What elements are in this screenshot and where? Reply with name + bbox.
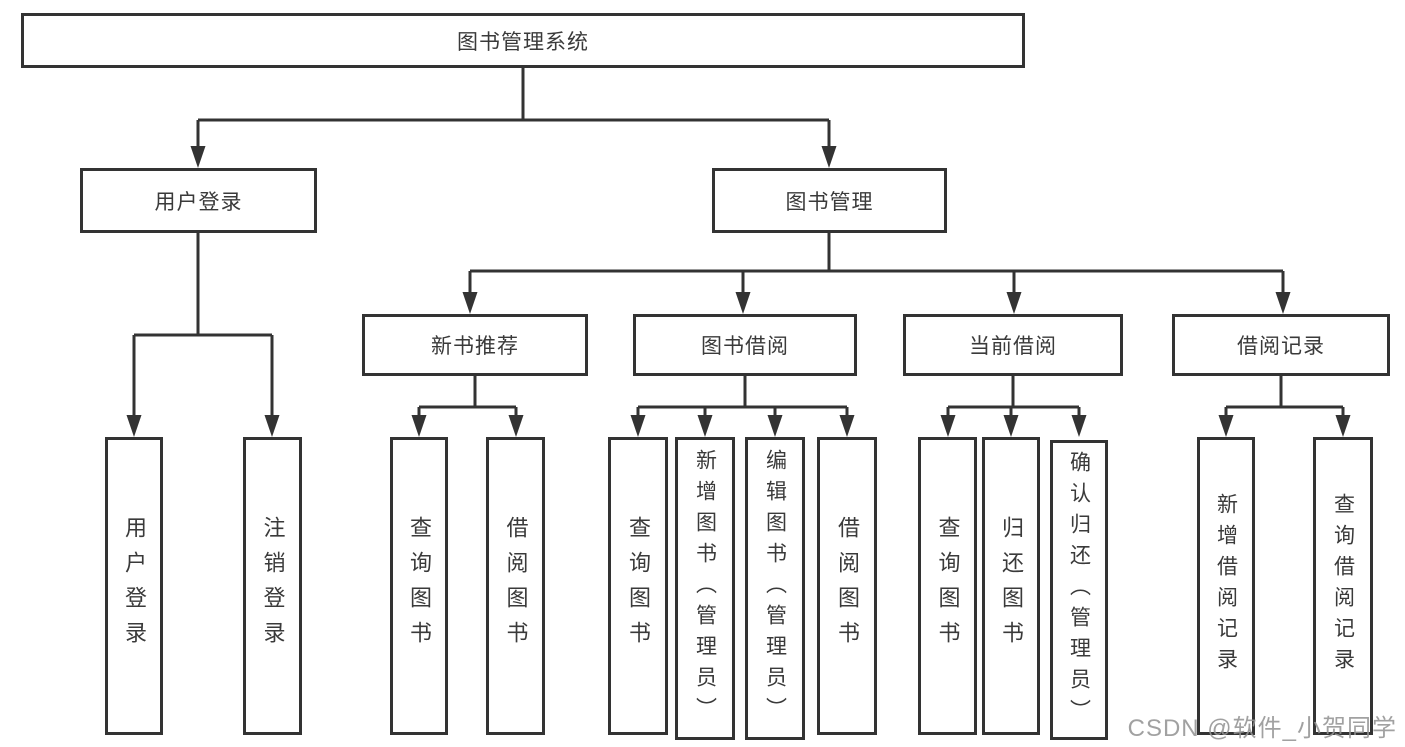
node-bb-add-books-admin: 新增图书（管理员） <box>675 437 735 740</box>
node-user-login: 用户登录 <box>105 437 163 735</box>
node-bb-query-books: 查询图书 <box>608 437 668 735</box>
node-nbr-borrow-books: 借阅图书 <box>486 437 545 735</box>
node-logout: 注销登录 <box>243 437 302 735</box>
node-bb-borrow-books: 借阅图书 <box>817 437 877 735</box>
node-user-login-group: 用户登录 <box>80 168 317 233</box>
watermark: CSDN @软件_小贺同学 <box>1127 715 1397 742</box>
node-library-management-system: 图书管理系统 <box>21 13 1025 68</box>
node-borrowing-records: 借阅记录 <box>1172 314 1390 376</box>
node-nbr-query-books: 查询图书 <box>390 437 448 735</box>
node-new-book-recommendation: 新书推荐 <box>362 314 588 376</box>
node-book-management: 图书管理 <box>712 168 947 233</box>
node-bb-edit-books-admin: 编辑图书（管理员） <box>745 437 805 740</box>
node-current-borrowing: 当前借阅 <box>903 314 1123 376</box>
node-cb-confirm-return-admin: 确认归还（管理员） <box>1050 440 1108 740</box>
node-book-borrowing: 图书借阅 <box>633 314 857 376</box>
node-br-add-borrow-record: 新增借阅记录 <box>1197 437 1255 735</box>
node-br-query-borrow-record: 查询借阅记录 <box>1313 437 1373 735</box>
node-cb-return-books: 归还图书 <box>982 437 1040 735</box>
node-cb-query-books: 查询图书 <box>918 437 977 735</box>
